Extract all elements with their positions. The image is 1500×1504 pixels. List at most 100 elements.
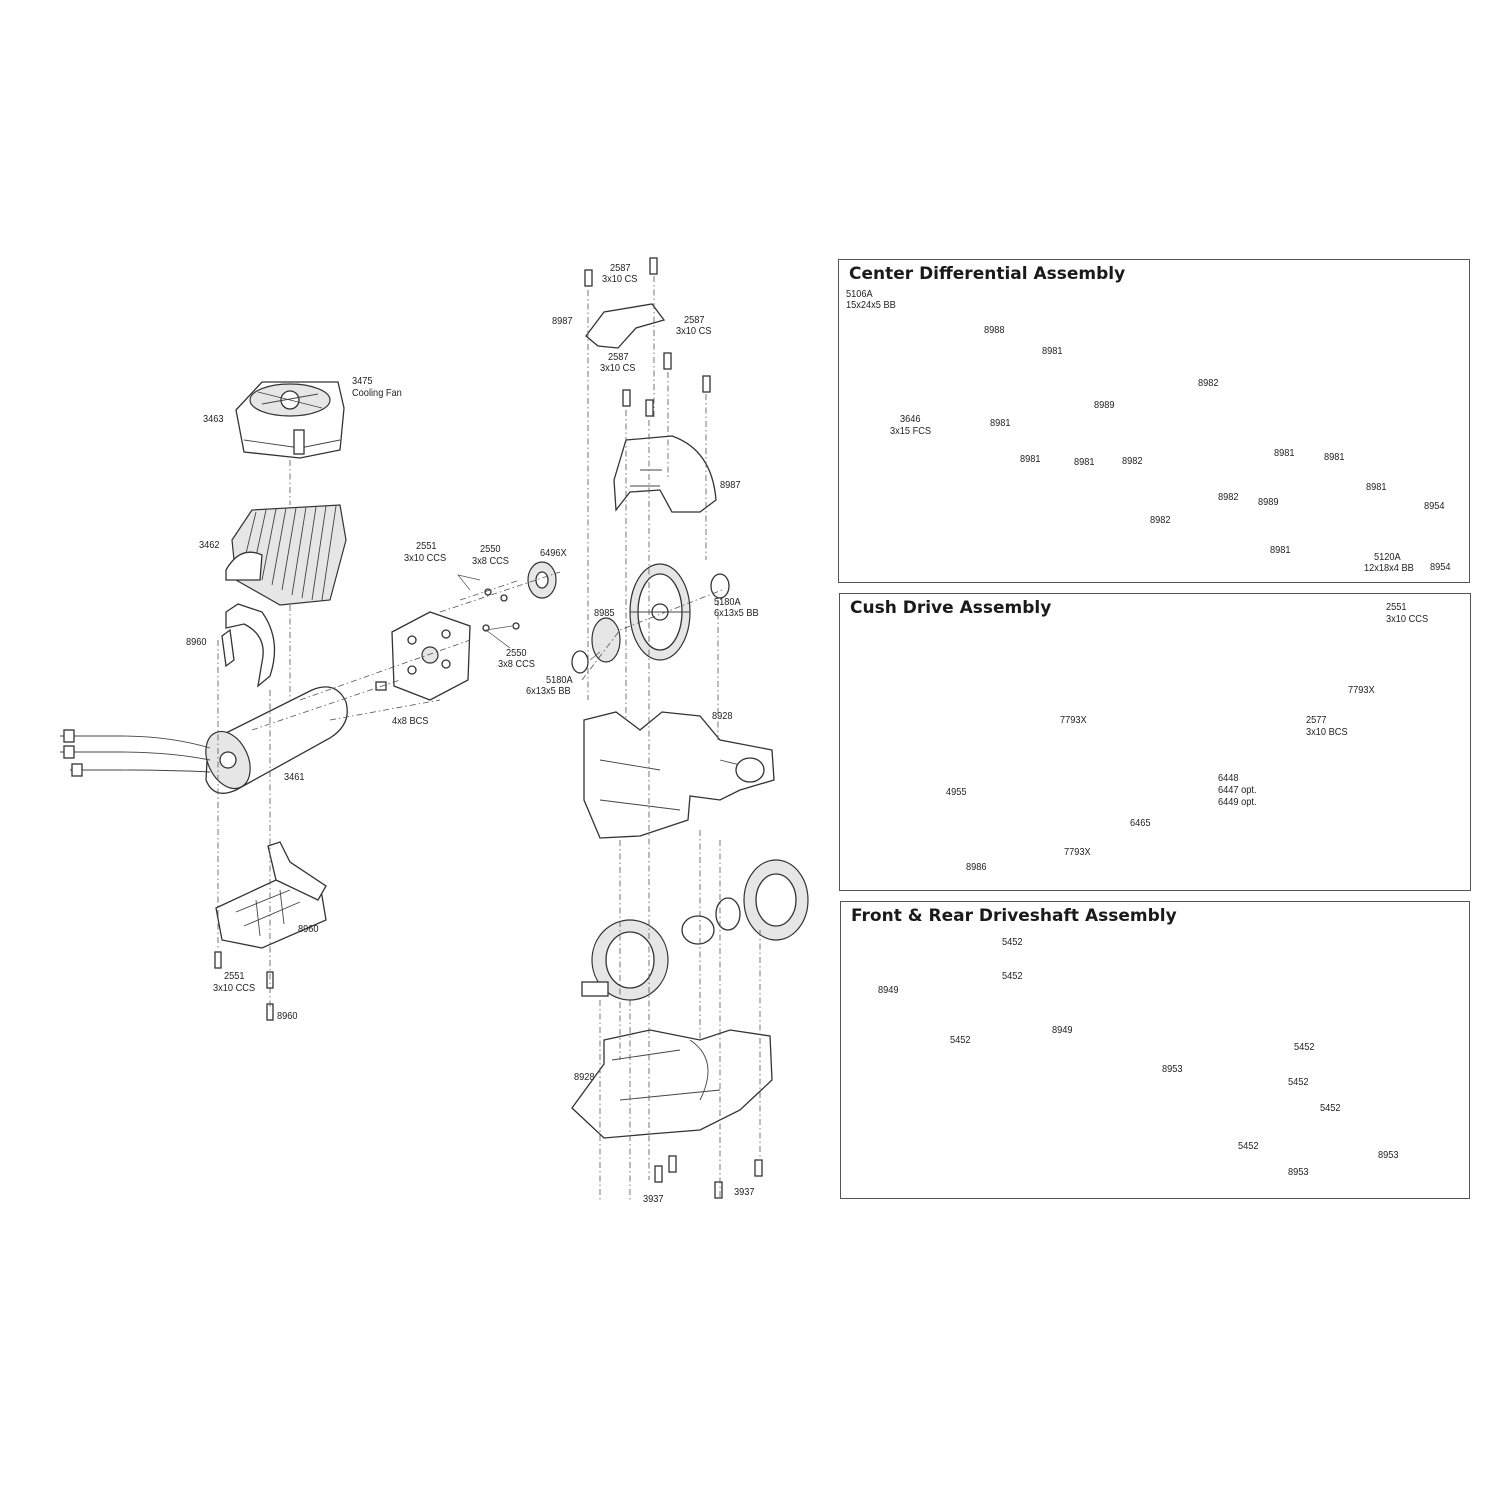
part-label: 8982 <box>1150 514 1171 526</box>
part-label: 8988 <box>984 324 1005 336</box>
part-label: 8960 <box>277 1010 298 1022</box>
transmission-case-upper <box>583 711 775 839</box>
part-label: 5452 <box>950 1034 971 1046</box>
part-label: 8960 <box>298 923 319 935</box>
part-label: 6496X <box>540 547 567 559</box>
part-label: 3x10 CS <box>602 273 638 285</box>
part-label: 3x15 FCS <box>890 425 932 437</box>
part-label: 2587 <box>610 262 631 274</box>
part-label: 7793X <box>1064 846 1091 858</box>
driveshaft-panel: Front & Rear Driveshaft Assembly <box>840 901 1470 1199</box>
part-label: 8981 <box>1042 345 1063 357</box>
motor-mount-part <box>215 841 327 949</box>
part-label: 8985 <box>594 607 615 619</box>
part-label: 3937 <box>734 1186 755 1198</box>
part-label: 6465 <box>1130 817 1151 829</box>
part-label: 8954 <box>1430 561 1451 573</box>
part-label: 8949 <box>878 984 899 996</box>
part-label: 8953 <box>1288 1166 1309 1178</box>
cush-drive-panel: Cush Drive Assembly <box>839 593 1471 891</box>
part-label: 8981 <box>1270 544 1291 556</box>
spur-gear-part <box>629 563 691 661</box>
center-diff-panel: Center Differential Assembly <box>838 259 1470 583</box>
center-diff-title: Center Differential Assembly <box>849 264 1126 284</box>
part-label: 8987 <box>720 479 741 491</box>
part-label: 8954 <box>1424 500 1445 512</box>
part-label: 4x8 BCS <box>392 715 429 727</box>
part-label: 2551 <box>1386 601 1407 613</box>
part-label: 8981 <box>1274 447 1295 459</box>
part-label: 6449 opt. <box>1218 796 1257 808</box>
part-label: 5180A <box>546 674 573 686</box>
part-label: 3463 <box>203 413 224 425</box>
part-label: 15x24x5 BB <box>846 299 896 311</box>
part-label: 2577 <box>1306 714 1327 726</box>
part-label: 7793X <box>1348 684 1375 696</box>
transmission-case-lower <box>571 1029 773 1139</box>
part-label: 8986 <box>966 861 987 873</box>
motor-plate-part <box>391 611 471 701</box>
part-label: 3475 <box>352 375 373 387</box>
part-label: 5452 <box>1294 1041 1315 1053</box>
part-label: 8953 <box>1162 1063 1183 1075</box>
screws-bottom <box>654 1155 763 1199</box>
part-label: 2550 <box>480 543 501 555</box>
part-label: 3x10 CS <box>676 325 712 337</box>
part-label: 3461 <box>284 771 305 783</box>
part-label: 12x18x4 BB <box>1364 562 1414 574</box>
part-label: 8989 <box>1258 496 1279 508</box>
part-label: 3x10 CCS <box>1386 613 1429 625</box>
cooling-fan-part <box>235 381 345 459</box>
part-label: 8928 <box>712 710 733 722</box>
part-label: 5452 <box>1320 1102 1341 1114</box>
part-label: 2551 <box>416 540 437 552</box>
part-label: 3x8 CCS <box>472 555 509 567</box>
motor-part <box>60 686 348 794</box>
part-label: 6448 <box>1218 772 1239 784</box>
part-label: 8949 <box>1052 1024 1073 1036</box>
part-label: 5106A <box>846 288 873 300</box>
part-label: 2551 <box>224 970 245 982</box>
part-label: 8981 <box>1020 453 1041 465</box>
top-bracket-part <box>585 303 666 349</box>
part-label: 8928 <box>574 1071 595 1083</box>
part-label: 3x10 CS <box>600 362 636 374</box>
part-label: 3462 <box>199 539 220 551</box>
part-label: 8989 <box>1094 399 1115 411</box>
part-label: 8981 <box>990 417 1011 429</box>
part-label: 8981 <box>1074 456 1095 468</box>
part-label: 7793X <box>1060 714 1087 726</box>
part-label: 8960 <box>186 636 207 648</box>
part-label: 8982 <box>1122 455 1143 467</box>
heatsink-part <box>225 504 347 606</box>
cush-drive-title: Cush Drive Assembly <box>850 598 1052 618</box>
part-label: 8981 <box>1366 481 1387 493</box>
part-label: 5120A <box>1374 551 1401 563</box>
part-label: 2587 <box>608 351 629 363</box>
part-label: 6x13x5 BB <box>526 685 571 697</box>
diff-gears-part <box>581 859 809 1001</box>
part-label: 3x10 CCS <box>213 982 256 994</box>
part-label: 6447 opt. <box>1218 784 1257 796</box>
part-label: 3x10 BCS <box>1306 726 1348 738</box>
part-label: 8982 <box>1218 491 1239 503</box>
part-label: 3x10 CCS <box>404 552 447 564</box>
part-label: 8953 <box>1378 1149 1399 1161</box>
part-label: 3x8 CCS <box>498 658 535 670</box>
part-label: 3937 <box>643 1193 664 1205</box>
part-label: 5180A <box>714 596 741 608</box>
leader-lines <box>217 276 761 1200</box>
part-label: Cooling Fan <box>352 387 402 399</box>
part-label: 8987 <box>552 315 573 327</box>
part-label: 5452 <box>1002 970 1023 982</box>
part-label: 5452 <box>1002 936 1023 948</box>
part-label: 2587 <box>684 314 705 326</box>
pinion-gear-part <box>482 561 730 674</box>
part-label: 3646 <box>900 413 921 425</box>
driveshaft-title: Front & Rear Driveshaft Assembly <box>851 906 1177 926</box>
screws-top <box>584 257 711 417</box>
part-label: 4955 <box>946 786 967 798</box>
part-label: 5452 <box>1288 1076 1309 1088</box>
part-label: 8981 <box>1324 451 1345 463</box>
